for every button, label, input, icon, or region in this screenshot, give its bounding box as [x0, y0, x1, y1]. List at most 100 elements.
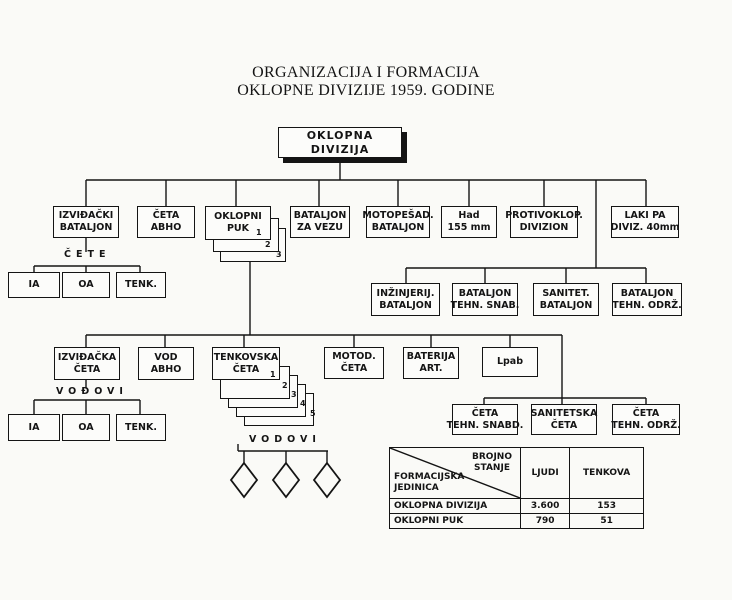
header-bottom-line-1: FORMACIJSKA — [394, 472, 465, 483]
node-line-1: SANITETSKA — [530, 407, 598, 419]
row-tanks: 51 — [569, 513, 644, 529]
table-corner-header: BROJNO STANJE FORMACIJSKA JEDINICA — [389, 447, 521, 499]
node-line-1: ČETA — [152, 210, 180, 222]
node-line-1: IZVIĐAČKI — [58, 210, 114, 222]
strength-table: BROJNO STANJE FORMACIJSKA JEDINICA LJUDI… — [389, 447, 644, 529]
node-recon-unit-tenk: TENK. — [116, 272, 166, 298]
node-armored-regiment: OKLOPNI PUK — [205, 206, 271, 240]
header-top-line-2: STANJE — [474, 462, 510, 473]
node-line-2: TEHN. ODRŽ. — [612, 299, 682, 311]
node-tech-maintenance-battalion: BATALJON TEHN. ODRŽ. — [612, 283, 682, 316]
node-line-1: OA — [78, 279, 94, 291]
node-abho-platoon: VOD ABHO — [138, 347, 194, 380]
node-mech-infantry-battalion: MOTOPEŠAD. BATALJON — [362, 206, 434, 238]
root-line-1: OKLOPNA — [306, 128, 374, 142]
node-line-1: ČETA — [632, 407, 660, 419]
node-line-1: ČETA — [471, 407, 499, 419]
node-line-1: OKLOPNI — [214, 211, 262, 223]
node-light-aa-division: LAKI PA DIVIZ. 40mm — [610, 206, 680, 238]
node-line-1: IA — [28, 279, 40, 291]
node-line-2: ČETA — [232, 363, 260, 375]
node-artillery-battery: BATERIJA ART. — [403, 347, 459, 379]
node-line-1: VOD — [154, 351, 178, 363]
node-line-2: ABHO — [150, 222, 182, 233]
header-bottom-line-2: JEDINICA — [394, 483, 439, 494]
table-row: OKLOPNI PUK 790 51 — [389, 513, 644, 529]
root-line-2: DIVIZIJA — [310, 142, 370, 156]
node-medical-battalion: SANITET. BATALJON — [533, 283, 599, 316]
tank-stack-number: 2 — [282, 381, 288, 390]
node-medical-company: SANITETSKA ČETA — [531, 404, 597, 435]
node-line-2: TEHN. SNABD. — [446, 419, 524, 431]
node-lpab: Lpab — [482, 347, 538, 377]
node-line-2: ZA VEZU — [297, 222, 343, 233]
node-line-2: ABHO — [150, 363, 182, 375]
puk-stack-number: 3 — [276, 250, 282, 259]
node-line-2: ČETA — [73, 363, 101, 375]
row-unit: OKLOPNI PUK — [389, 513, 521, 529]
node-abho-company: ČETA ABHO — [137, 206, 195, 238]
row-tanks: 153 — [569, 498, 644, 514]
node-line-2: DIVIZ. 40mm — [610, 222, 680, 233]
row-unit: OKLOPNA DIVIZIJA — [389, 498, 521, 514]
node-line-2: BATALJON — [539, 299, 593, 311]
node-line-2: DIVIZION — [519, 222, 569, 233]
node-line-1: IZVIĐAČKA — [57, 351, 117, 363]
header-top-line-1: BROJNO — [472, 452, 512, 462]
node-recon-company: IZVIĐAČKA ČETA — [54, 347, 120, 380]
node-recon-unit-ia: IA — [8, 272, 60, 298]
node-line-1: SANITET. — [542, 287, 590, 299]
node-tech-supply-company: ČETA TEHN. SNABD. — [447, 404, 523, 435]
recon-platoons-label: VOĐOVI — [56, 386, 128, 397]
node-line-1: BATERIJA — [406, 351, 456, 363]
node-platoon-oa: OA — [62, 414, 110, 441]
node-line-1: MOTOD. — [332, 351, 376, 363]
node-line-2: ART. — [419, 363, 443, 374]
node-line-2: BATALJON — [379, 299, 432, 311]
node-platoon-tenk: TENK. — [116, 414, 166, 441]
node-line-1: Lpab — [496, 356, 524, 368]
node-line-2: ČETA — [550, 419, 578, 431]
node-line-1: TENK. — [125, 421, 157, 433]
node-howitzer-battalion: Had 155 mm — [441, 206, 497, 238]
recon-companies-label: ČETE — [64, 249, 111, 260]
node-line-2: BATALJON — [59, 222, 113, 233]
puk-stack-number: 1 — [256, 228, 262, 237]
node-line-1: BATALJON — [458, 287, 512, 299]
node-tech-maintenance-company: ČETA TEHN. ODRŽ. — [611, 404, 681, 435]
node-signal-battalion: BATALJON ZA VEZU — [290, 206, 350, 238]
node-line-2: TEHN. ODRŽ. — [611, 419, 681, 431]
tank-stack-number: 4 — [300, 399, 306, 408]
node-line-1: BATALJON — [620, 287, 674, 299]
node-line-1: PROTIVOKLOP. — [505, 210, 583, 222]
node-line-2: TEHN. SNAB. — [450, 299, 520, 311]
node-line-2: BATALJON — [371, 222, 425, 233]
row-people: 3.600 — [519, 498, 571, 514]
node-line-2: PUK — [226, 223, 250, 234]
col-header-tanks: TENKOVA — [569, 447, 644, 499]
node-line-2: ČETA — [340, 363, 368, 374]
tank-stack-number: 5 — [310, 409, 316, 418]
tank-platoons-label: VODOVI — [249, 434, 321, 445]
tank-stack-number: 1 — [270, 370, 276, 379]
node-motorized-company: MOTOD. ČETA — [324, 347, 384, 379]
col-header-people: LJUDI — [519, 447, 571, 499]
node-line-1: IA — [28, 421, 40, 433]
root-node-armored-division: OKLOPNA DIVIZIJA — [278, 127, 402, 158]
puk-stack-number: 2 — [265, 240, 271, 249]
node-line-1: TENKOVSKA — [213, 351, 279, 363]
table-header-row: BROJNO STANJE FORMACIJSKA JEDINICA LJUDI… — [389, 447, 644, 499]
node-line-1: LAKI PA — [624, 210, 666, 222]
title-line-2: OKLOPNE DIVIZIJE 1959. GODINE — [237, 82, 495, 99]
node-line-1: Had — [458, 210, 480, 222]
node-tech-supply-battalion: BATALJON TEHN. SNAB. — [450, 283, 520, 316]
node-recon-unit-oa: OA — [62, 272, 110, 298]
node-recon-battalion: IZVIĐAČKI BATALJON — [53, 206, 119, 238]
row-people: 790 — [519, 513, 571, 529]
title-line-1: ORGANIZACIJA I FORMACIJA — [252, 64, 480, 81]
node-line-2: 155 mm — [447, 222, 491, 233]
table-row: OKLOPNA DIVIZIJA 3.600 153 — [389, 498, 644, 514]
tank-stack-number: 3 — [291, 390, 297, 399]
node-platoon-ia: IA — [8, 414, 60, 441]
